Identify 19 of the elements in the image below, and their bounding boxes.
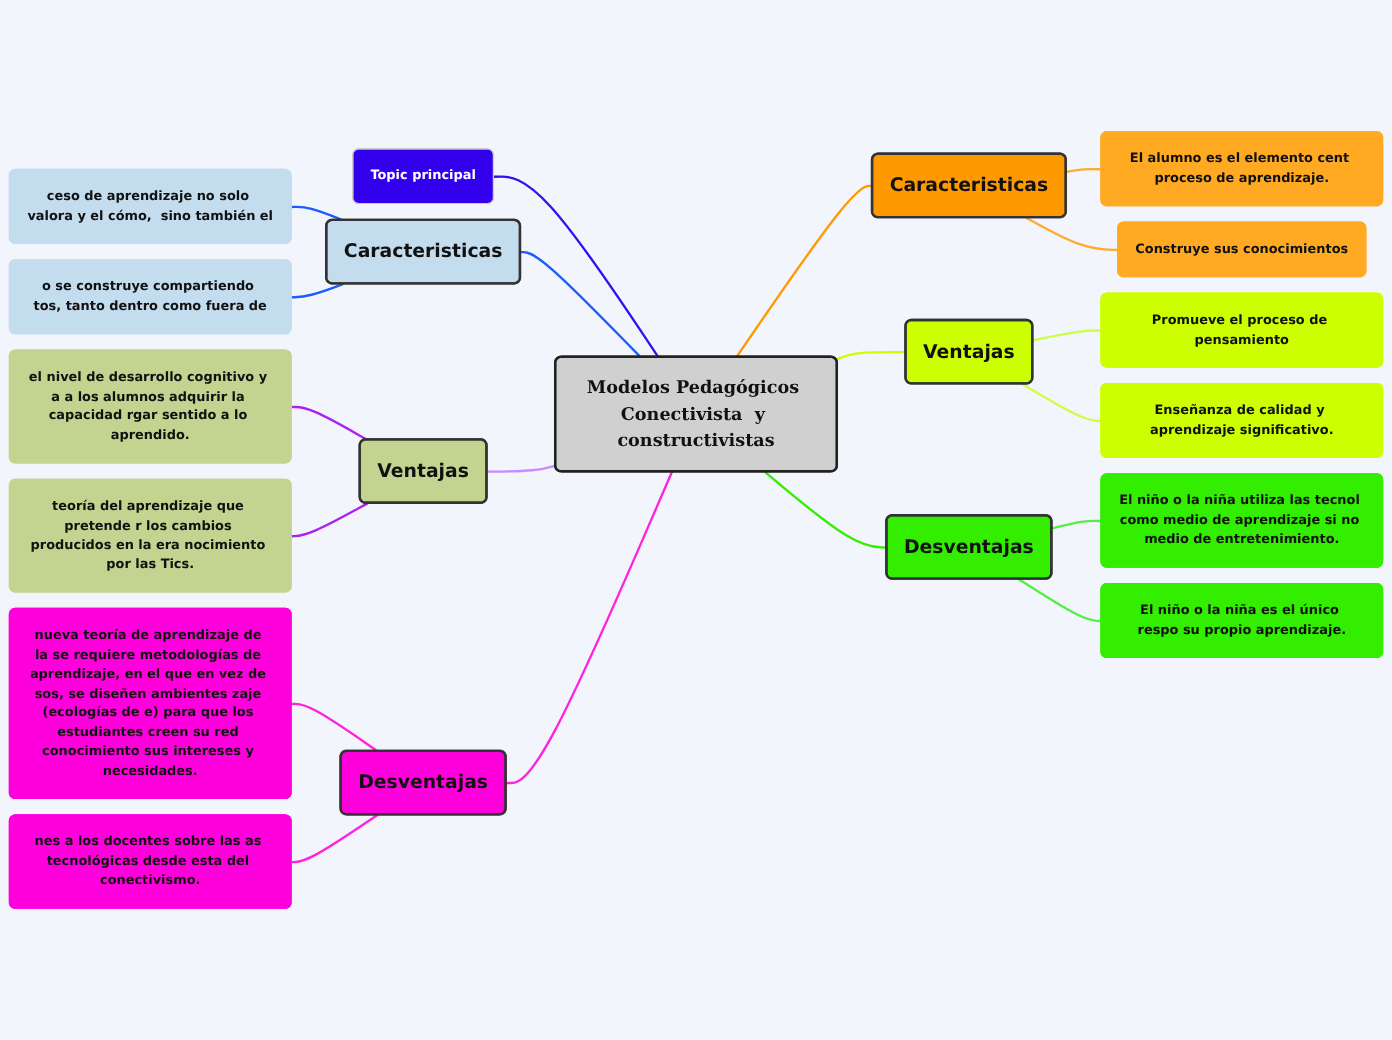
- connector: [1021, 382, 1102, 423]
- connector: [1051, 519, 1102, 530]
- connector: [291, 405, 369, 441]
- connector: [291, 205, 344, 222]
- connector: [487, 464, 557, 473]
- connector: [735, 184, 873, 359]
- connector: [1018, 578, 1102, 623]
- connector: [1025, 216, 1119, 252]
- connector: [764, 470, 887, 549]
- connector: [291, 702, 379, 753]
- connector: [291, 282, 344, 299]
- connector: [1066, 167, 1102, 174]
- connector: [835, 350, 907, 361]
- connector: [520, 250, 642, 359]
- connector: [494, 175, 660, 359]
- connector: [291, 502, 369, 538]
- connector: [291, 813, 379, 864]
- connector: [506, 471, 674, 785]
- connector: [1032, 329, 1102, 342]
